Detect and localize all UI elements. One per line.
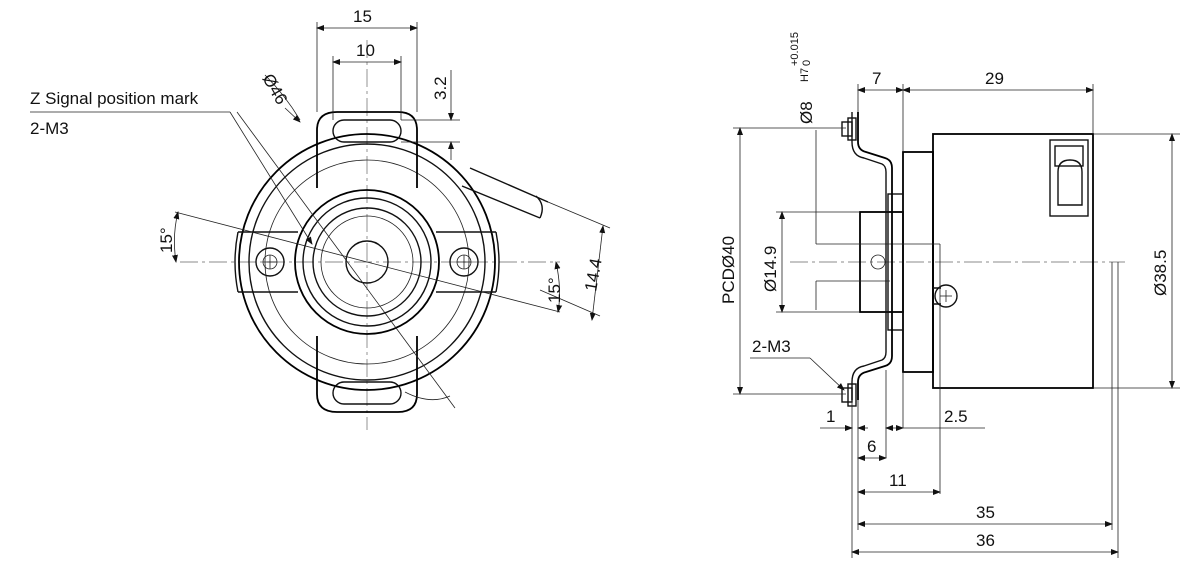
dim-3-2: 3.2 [431,76,450,100]
dim-7: 7 [872,69,881,88]
dim-11: 11 [889,471,907,490]
dim-phi14-9: Ø14.9 [761,246,780,292]
label-2m3-side: 2-M3 [752,337,791,356]
dim-29: 29 [985,69,1004,88]
dim-10: 10 [356,41,375,60]
angle-right-15: 15° [545,277,564,303]
tol-lower: 0 [801,60,813,66]
angle-left-15: 15° [157,227,176,253]
left-screw [255,247,285,277]
dim-phi38-5: Ø38.5 [1151,250,1170,296]
dim-35: 35 [976,503,995,522]
dim-phi46: Ø46 [259,71,292,108]
dim-pcd40: PCDØ40 [719,236,738,304]
tol-h7: H7 [799,68,811,82]
right-screw [449,247,479,277]
label-2m3-front: 2-M3 [30,119,69,138]
side-view: Ø8 H7 +0.015 0 7 29 PCDØ40 Ø14.9 Ø38.5 2… [719,32,1180,558]
dim-36: 36 [976,531,995,550]
dim-14-4: 14.4 [581,257,605,293]
dim-2-5: 2.5 [944,407,968,426]
dim-6: 6 [867,437,876,456]
dim-phi8: Ø8 [797,101,816,124]
dim-15: 15 [353,7,372,26]
label-z-signal: Z Signal position mark [30,89,199,108]
front-view: 15 10 3.2 Ø46 15° 15° 14.4 Z Signal posi… [30,7,611,430]
dim-1: 1 [826,407,835,426]
tol-upper: +0.015 [789,32,801,66]
